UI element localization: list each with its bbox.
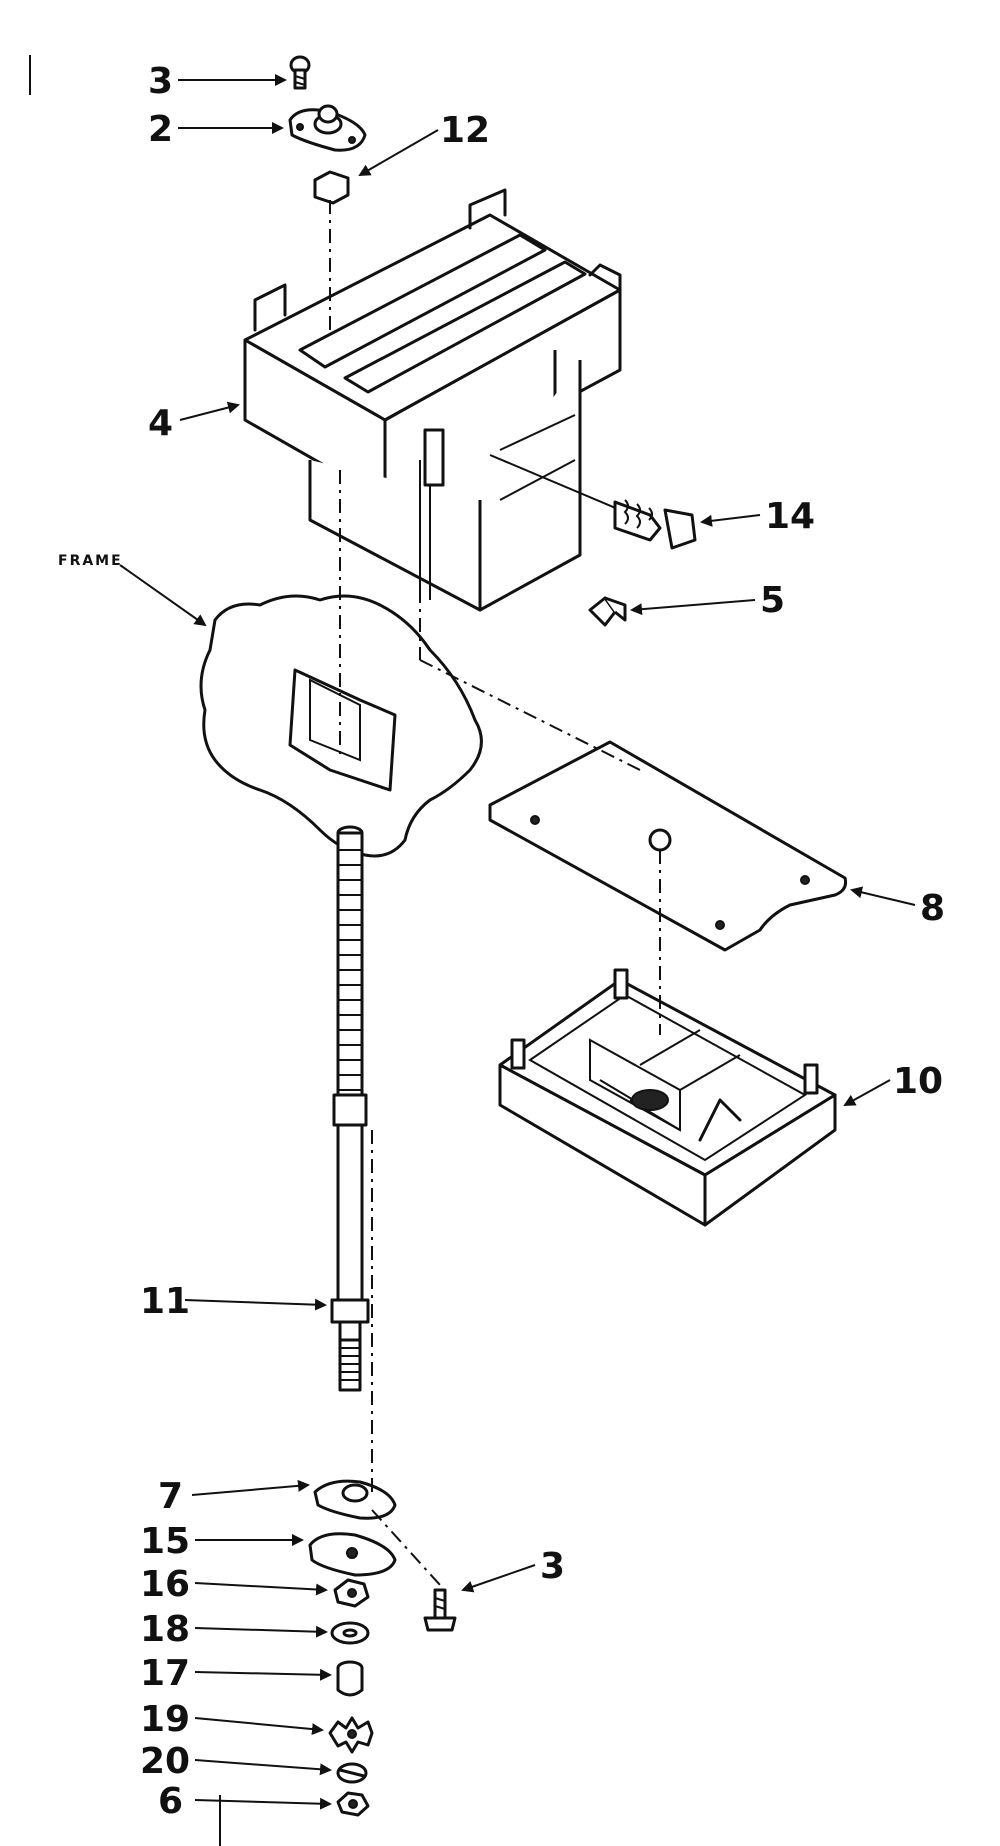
label-frame: FRAME [58, 553, 123, 569]
label-part-10: 10 [893, 1061, 943, 1102]
label-part-5: 5 [760, 580, 785, 621]
label-part-3-bottom: 3 [540, 1546, 565, 1587]
label-part-16: 16 [140, 1564, 190, 1605]
label-part-14: 14 [765, 496, 815, 537]
part-18-washer [330, 1621, 370, 1645]
part-8-plate [488, 740, 847, 952]
label-part-15: 15 [140, 1521, 190, 1562]
label-part-19: 19 [140, 1699, 190, 1740]
label-part-18: 18 [140, 1609, 190, 1650]
part-2-top-bracket [288, 104, 367, 152]
part-14-pin [489, 454, 697, 550]
part-20-lock-washer [336, 1762, 368, 1784]
label-part-12: 12 [440, 110, 490, 151]
part-3-bottom-screw [423, 1588, 457, 1632]
label-part-7: 7 [158, 1476, 183, 1517]
label-part-4: 4 [148, 403, 173, 444]
label-part-11: 11 [140, 1281, 190, 1322]
part-6-nut [336, 1791, 370, 1817]
leader-lines [119, 74, 916, 1810]
part-10-tray [498, 968, 837, 1227]
part-16-nut [333, 1578, 370, 1608]
frame-cutaway [199, 594, 483, 858]
part-17-knob [336, 1660, 364, 1697]
part-3-top-screw [289, 55, 311, 90]
part-15-plate [308, 1532, 397, 1577]
assembly-lines [329, 200, 661, 1586]
callout-labels: 3 2 12 4 14 5 FRAME 8 10 11 7 15 3 16 18… [58, 61, 945, 1822]
label-part-8: 8 [920, 888, 945, 929]
part-12-nut [313, 170, 350, 205]
label-part-3-top: 3 [148, 61, 173, 102]
label-part-20: 20 [140, 1741, 190, 1782]
label-part-17: 17 [140, 1653, 190, 1694]
label-part-2: 2 [148, 109, 173, 150]
part-7-bracket [313, 1479, 397, 1520]
part-5-clip [588, 596, 627, 627]
label-part-6: 6 [158, 1781, 183, 1822]
part-19-star-washer [328, 1716, 374, 1754]
part-4-housing [243, 188, 622, 612]
part-11-shaft [330, 825, 370, 1392]
